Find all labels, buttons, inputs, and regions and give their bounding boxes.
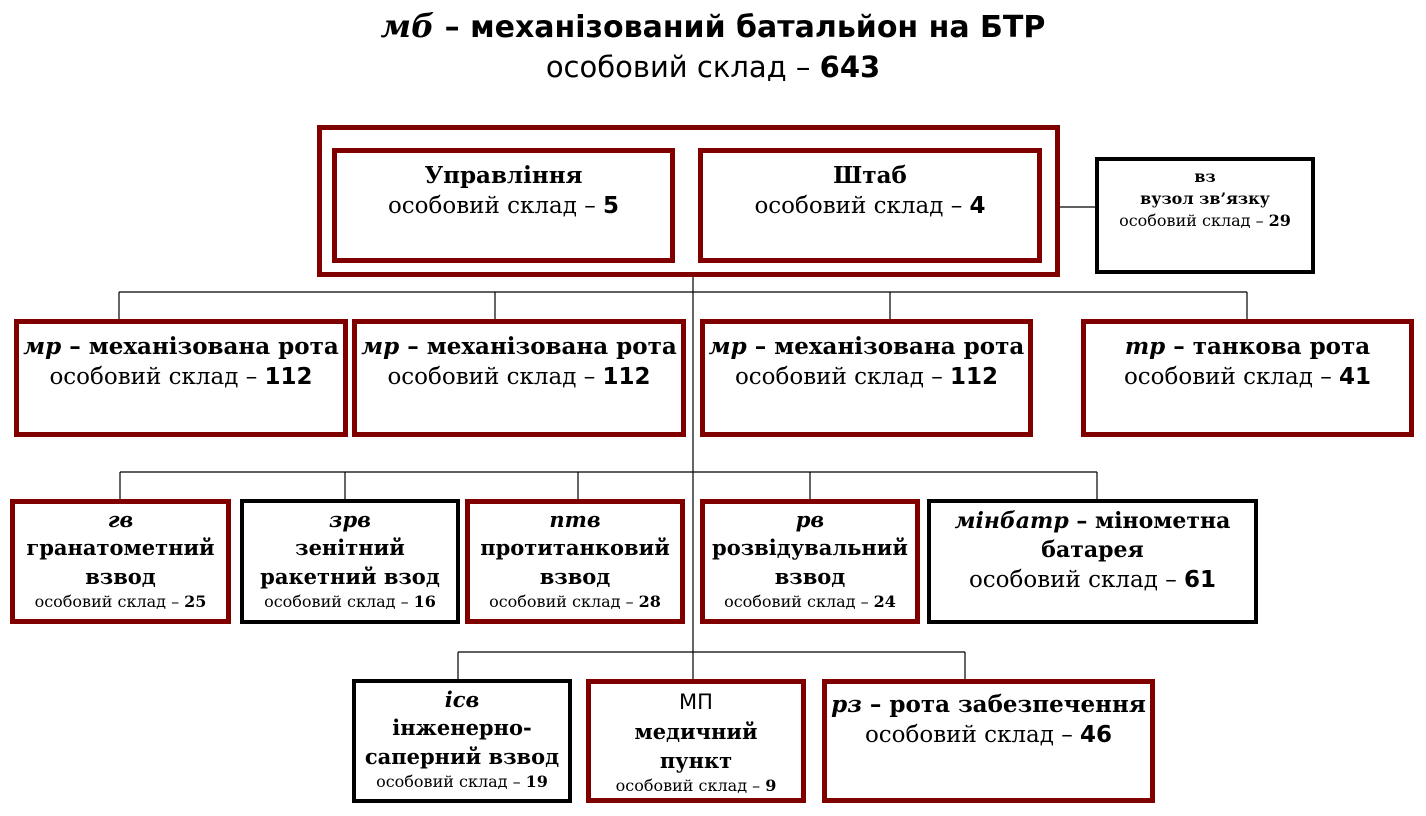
platoon-name-line1: зенітний xyxy=(295,535,405,560)
rz-box: рз – рота забезпечення особовий склад – … xyxy=(822,679,1155,803)
company-name: – механізована рота xyxy=(399,333,677,360)
company-name: – механізована рота xyxy=(746,333,1025,360)
shtab-name: Штаб xyxy=(833,162,907,189)
upravlinnia-staff: особовий склад – 5 xyxy=(387,193,620,219)
company-staff: особовий склад – 112 xyxy=(734,364,999,390)
platoon-box: рв розвідувальний взвод особовий склад –… xyxy=(700,499,920,624)
page-title: мб – механізований батальйон на БТР xyxy=(0,6,1426,48)
vz-box: вз вузол зв’язку особовий склад – 29 xyxy=(1095,157,1315,274)
platoon-box: птв протитанковий взвод особовий склад –… xyxy=(465,499,685,624)
minbatr-name1: – мінометна xyxy=(1068,508,1231,534)
rz-staff: особовий склад – 46 xyxy=(864,722,1113,748)
minbatr-box: мінбатр – мінометна батарея особовий скл… xyxy=(927,499,1258,624)
company-name: – танкова рота xyxy=(1165,333,1371,360)
mp-box: МП медичний пункт особовий склад – 9 xyxy=(586,679,806,803)
isv-abbr: ісв xyxy=(444,687,480,712)
company-name: – механізована рота xyxy=(61,333,339,360)
company-abbr: тр xyxy=(1124,333,1166,360)
platoon-staff: особовий склад – 16 xyxy=(264,592,436,611)
minbatr-abbr: мінбатр xyxy=(954,508,1069,534)
shtab-staff: особовий склад – 4 xyxy=(754,193,986,219)
rz-abbr: рз xyxy=(831,691,862,718)
page-subtitle: особовий склад – 643 xyxy=(0,48,1426,86)
platoon-box: зрв зенітний ракетний взод особовий скла… xyxy=(240,499,460,624)
platoon-box: гв гранатометний взвод особовий склад – … xyxy=(10,499,231,624)
platoon-name-line1: гранатометний xyxy=(26,535,215,560)
platoon-name-line2: ракетний взод xyxy=(260,564,440,589)
platoon-abbr: птв xyxy=(549,507,601,532)
title-abbr: мб xyxy=(380,7,435,45)
tank-company-box: тр – танкова рота особовий склад – 41 xyxy=(1081,319,1414,437)
shtab-box: Штаб особовий склад – 4 xyxy=(698,148,1042,263)
vz-name: вузол зв’язку xyxy=(1140,189,1270,208)
platoon-name-line1: розвідувальний xyxy=(712,535,908,560)
subtitle-label: особовий склад – xyxy=(545,50,820,84)
minbatr-staff: особовий склад – 61 xyxy=(968,567,1217,593)
subtitle-total: 643 xyxy=(819,50,881,84)
title-text: – механізований батальйон на БТР xyxy=(434,10,1046,45)
company-abbr: мр xyxy=(23,333,62,360)
mp-staff: особовий склад – 9 xyxy=(615,776,777,795)
company-staff: особовий склад – 112 xyxy=(387,364,651,390)
company-box: мр – механізована рота особовий склад – … xyxy=(14,319,348,437)
isv-box: ісв інженерно- саперний взвод особовий с… xyxy=(352,679,572,803)
company-abbr: мр xyxy=(361,333,400,360)
isv-name-line1: інженерно- xyxy=(392,715,532,740)
company-staff: особовий склад – 41 xyxy=(1123,364,1372,390)
mp-name-line2: пункт xyxy=(659,748,733,773)
minbatr-name2: батарея xyxy=(1041,537,1144,563)
platoon-name-line2: взвод xyxy=(774,564,846,589)
mp-abbr: МП xyxy=(679,690,713,714)
upravlinnia-box: Управління особовий склад – 5 xyxy=(332,148,675,263)
company-box: мр – механізована рота особовий склад – … xyxy=(700,319,1033,437)
company-abbr: мр xyxy=(708,333,747,360)
isv-staff: особовий склад – 19 xyxy=(376,772,548,791)
platoon-staff: особовий склад – 28 xyxy=(489,592,661,611)
isv-name-line2: саперний взвод xyxy=(364,744,560,769)
platoon-abbr: рв xyxy=(795,507,825,532)
platoon-staff: особовий склад – 25 xyxy=(34,592,207,611)
upravlinnia-name: Управління xyxy=(424,162,583,189)
vz-abbr: вз xyxy=(1194,167,1216,186)
rz-name: – рота забезпечення xyxy=(861,691,1146,718)
mp-name-line1: медичний xyxy=(634,719,758,744)
platoon-staff: особовий склад – 24 xyxy=(724,592,896,611)
platoon-abbr: зрв xyxy=(329,507,371,532)
platoon-abbr: гв xyxy=(107,507,134,532)
platoon-name-line1: протитанковий xyxy=(480,535,670,560)
platoon-name-line2: взвод xyxy=(85,564,156,589)
company-staff: особовий склад – 112 xyxy=(49,364,313,390)
vz-staff: особовий склад – 29 xyxy=(1119,211,1291,230)
platoon-name-line2: взвод xyxy=(539,564,611,589)
company-box: мр – механізована рота особовий склад – … xyxy=(352,319,686,437)
